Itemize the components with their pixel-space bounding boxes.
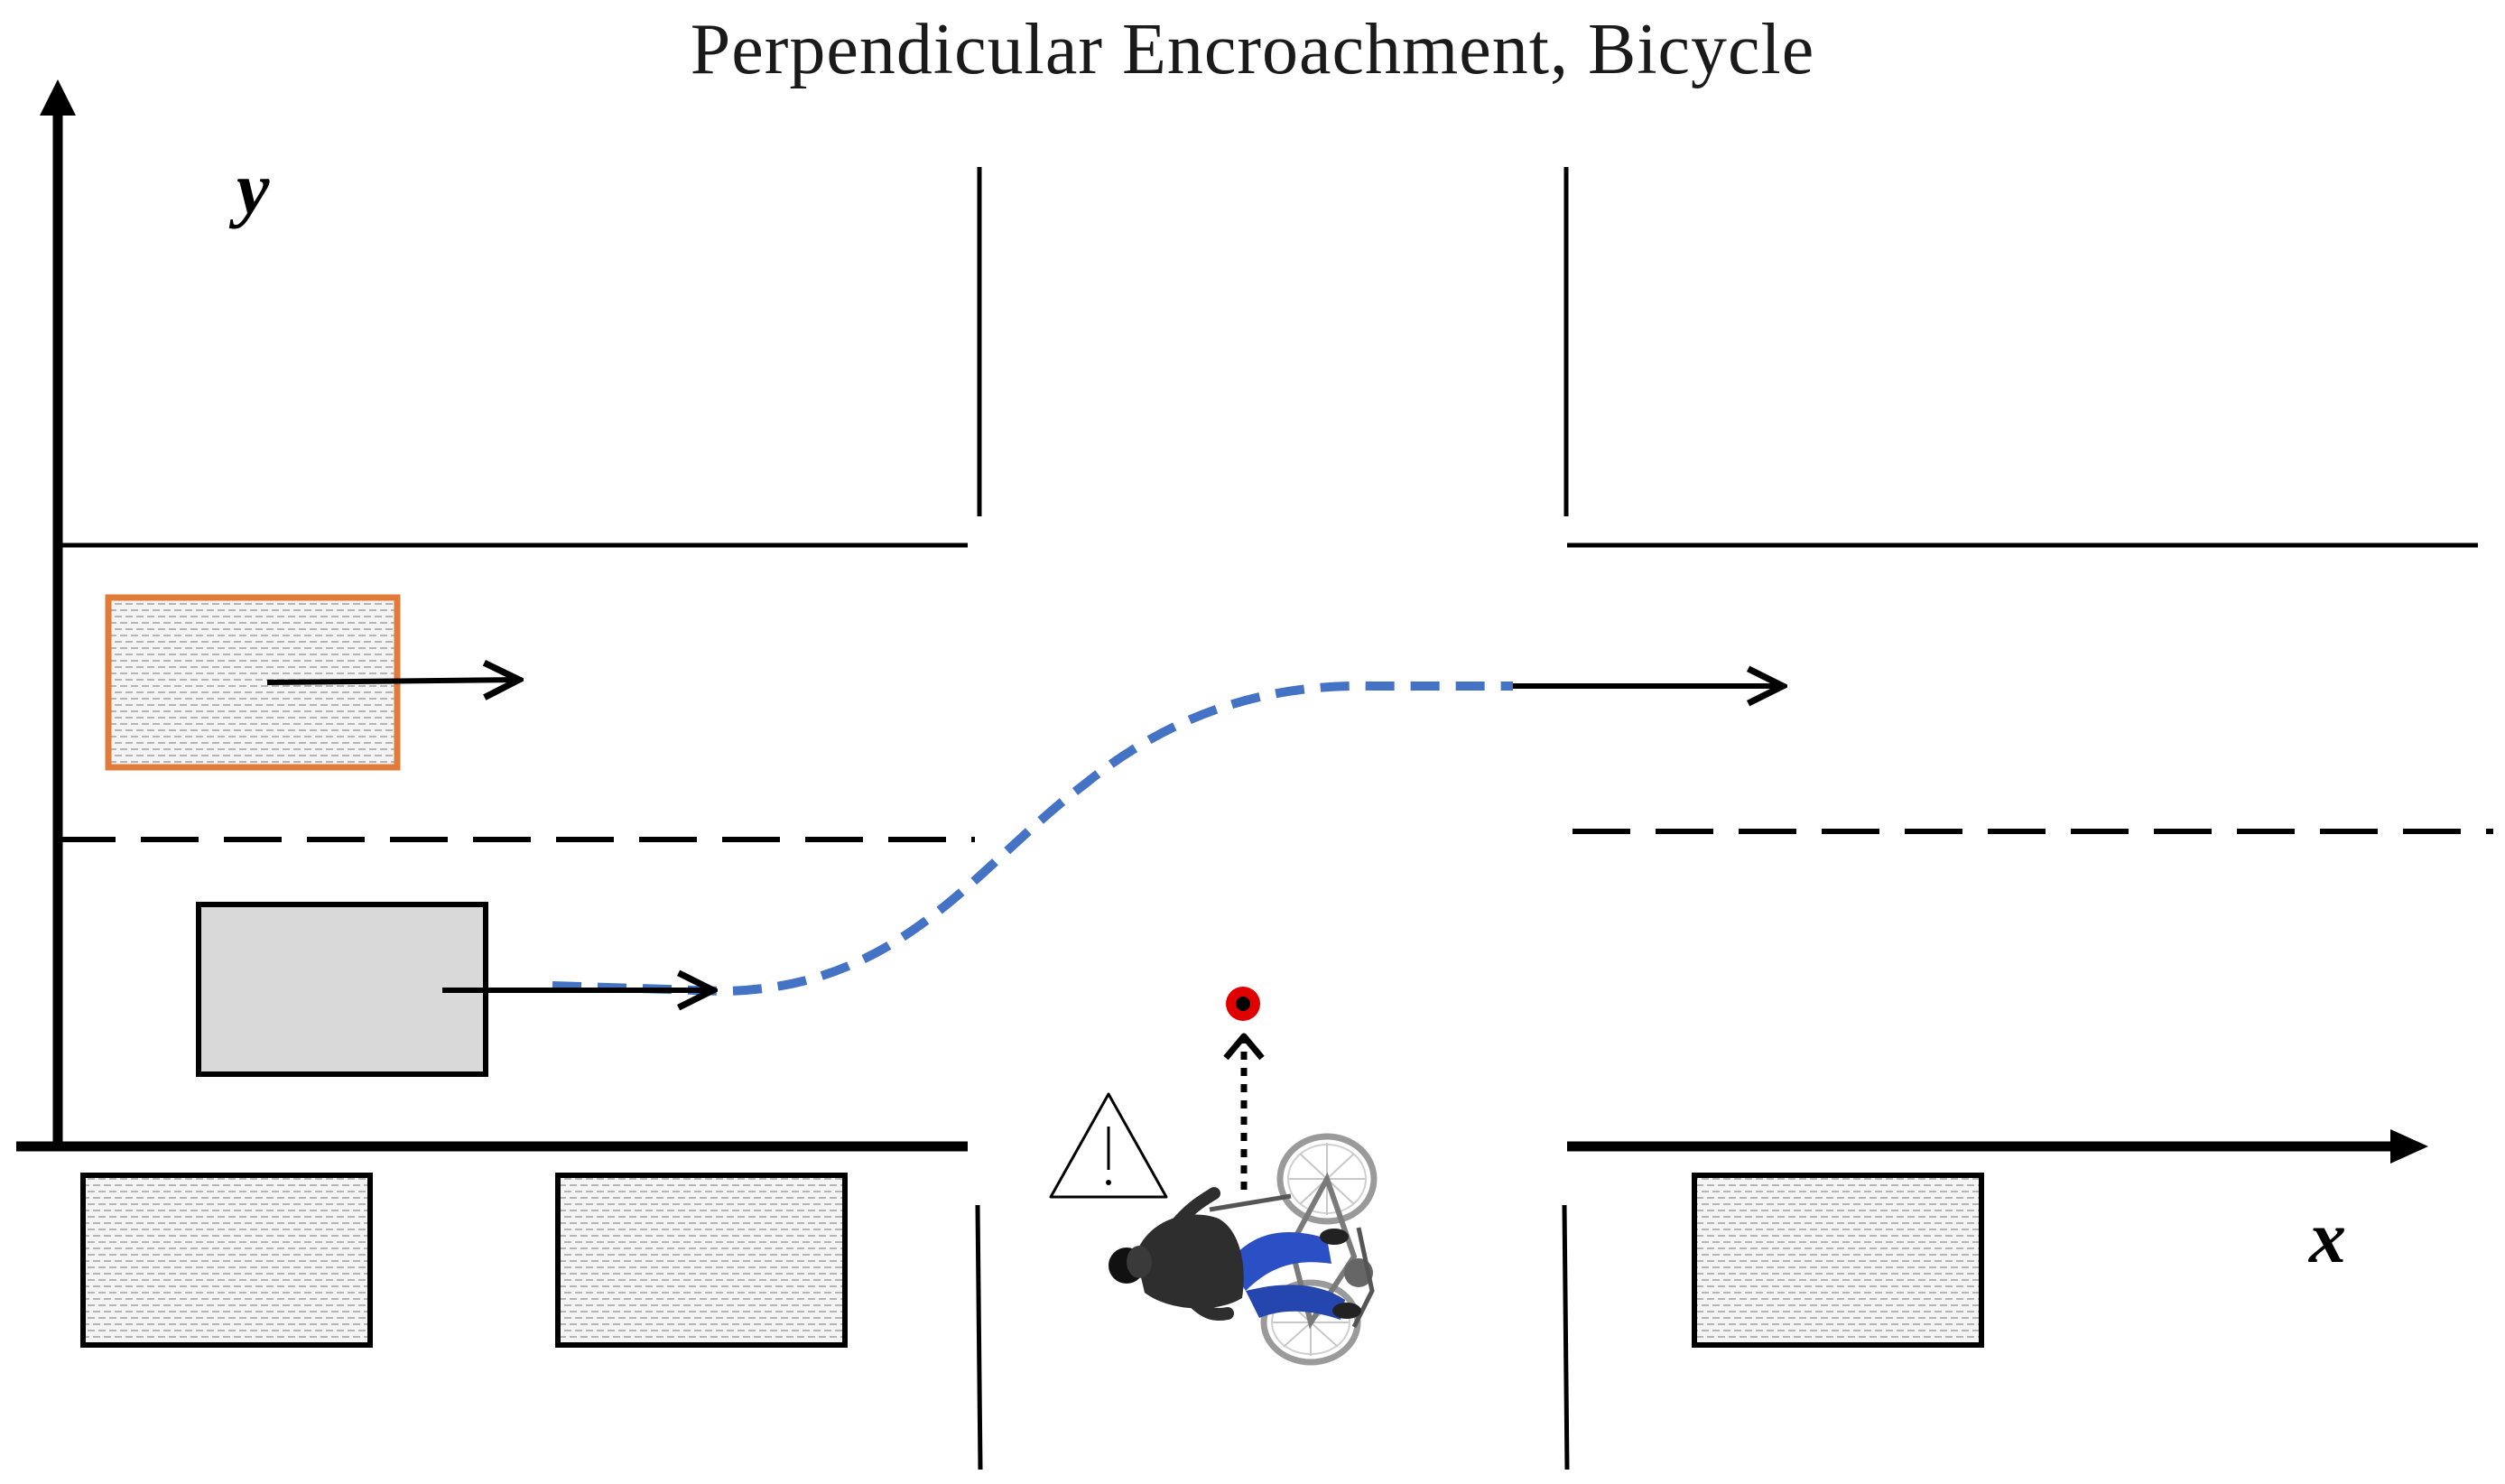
y-axis (40, 79, 76, 1146)
cyclist (1109, 1133, 1378, 1366)
x-axis-arrowhead (2390, 1129, 2428, 1164)
collision-point (1226, 987, 1260, 1021)
parked-car-1 (80, 1173, 373, 1348)
ego-trajectory (552, 681, 1513, 997)
diagram-title: Perpendicular Encroachment, Bicycle (690, 10, 1815, 89)
ego-vehicle (196, 902, 488, 1077)
x-axis-label: x (2309, 1196, 2346, 1278)
lead-vehicle-arrow (266, 680, 519, 682)
cyclist-heading-arrow (1223, 1033, 1265, 1190)
parked-car-3 (1692, 1173, 1984, 1348)
lane-divider (58, 829, 2493, 842)
y-axis-label: y (237, 147, 270, 229)
warning-triangle-icon (1049, 1092, 1168, 1199)
parked-car-2 (555, 1173, 848, 1348)
cross-street-edges (975, 167, 1570, 1470)
